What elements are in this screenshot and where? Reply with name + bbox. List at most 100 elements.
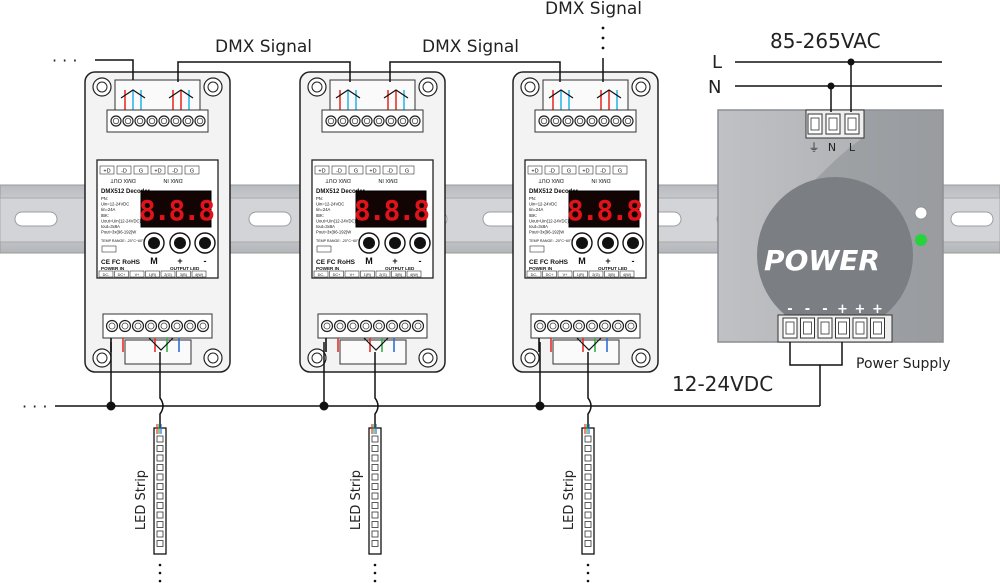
strip-led [156, 464, 164, 471]
screw-terminal [320, 319, 334, 333]
dmx-wiring [95, 58, 604, 82]
output-pin-label: DC+ [333, 273, 341, 277]
dmx-out-label: DMX OUT [325, 177, 351, 183]
screw-terminal [411, 319, 425, 333]
strip-led [371, 521, 379, 528]
decoder-spec-line: Uin=12-24VDC [529, 202, 557, 207]
strip-led [584, 540, 592, 547]
strip-led [371, 511, 379, 519]
screw-terminal [586, 115, 598, 127]
button-label: + [392, 256, 397, 266]
power-brand-text: POWER [764, 244, 880, 277]
button-label: M [578, 256, 586, 266]
dc-polarity-sign: + [872, 302, 883, 317]
segment-display-value: 8.8.8 [354, 194, 429, 227]
decoder-spec-line: PN: [316, 196, 323, 201]
dc-voltage-label: 12-24VDC [672, 372, 773, 396]
decoder-temp-range: TEMP RANGE: -20°C~60°C [529, 239, 574, 243]
strip-led [584, 511, 592, 519]
mounting-hole [203, 348, 223, 368]
output-pin-label: 4(W) [623, 273, 632, 277]
output-pin-label: 3(B) [180, 273, 188, 277]
led-strip-label: LED Strip [134, 470, 149, 530]
strip-led [156, 492, 164, 500]
cert-marks: CE FC RoHS [529, 259, 569, 266]
dc-bus [55, 342, 843, 407]
decoder-spec-line: Iin=24A [316, 207, 331, 212]
strip-feed-wire [587, 352, 592, 428]
output-terminal-cover [339, 339, 407, 365]
dmx-pin-label: -D [387, 169, 393, 175]
screw-terminal [144, 319, 158, 333]
screw-terminal [346, 319, 360, 333]
mounting-hole [203, 77, 223, 97]
power-in-label: POWER IN [101, 266, 125, 271]
dip-switch [101, 245, 117, 253]
strip-led [584, 454, 592, 462]
decoder-spec-line: Iin=24A [529, 207, 544, 212]
strip-led [584, 483, 592, 490]
dmx-pin-label: G [405, 169, 409, 175]
strip-led [371, 502, 379, 509]
screw-terminal [562, 115, 574, 127]
strip-led [584, 445, 592, 452]
mounting-hole [92, 77, 112, 97]
segment-display-value: 8.8.8 [139, 194, 214, 227]
power-in-label: POWER IN [316, 266, 340, 271]
dmx-signal-top-dots [601, 26, 605, 50]
mounting-hole [631, 348, 651, 368]
dmx-in-label: DMX IN [591, 177, 610, 183]
mounting-hole [520, 77, 540, 97]
mounting-hole [418, 348, 438, 368]
screw-terminal [598, 115, 610, 127]
decoder-spec-line: Iout=3x8A [316, 224, 335, 229]
button-label: - [204, 256, 207, 266]
screw-terminal [559, 319, 573, 333]
screw-terminal [182, 115, 194, 127]
dmx-pin-label: +D [369, 169, 376, 175]
strip-led [584, 530, 592, 538]
button-label: M [150, 256, 158, 266]
decoder-spec-line: Uout=Uin(12-24VDC) [101, 218, 142, 223]
screw-terminal [610, 115, 622, 127]
button-label: - [419, 256, 422, 266]
output-pin-label: 2(G) [592, 273, 600, 277]
strip-led [156, 473, 164, 481]
cert-marks: CE FC RoHS [316, 259, 356, 266]
dmx-pin-label: G [190, 169, 194, 175]
decoder-spec-line: Iout=3x8A [529, 224, 548, 229]
screw-terminal [183, 319, 197, 333]
dmx-pin-label: G [139, 169, 143, 175]
strip-led [156, 530, 164, 538]
led-strip-2: LED Strip [319, 342, 382, 583]
psu-l-label: L [849, 141, 856, 154]
screw-terminal [158, 115, 170, 127]
screw-terminal [349, 115, 361, 127]
output-led-label: OUTPUT LED [598, 266, 628, 271]
segment-display [355, 190, 427, 228]
dmx-terminal-cover [542, 79, 629, 111]
screw-terminal [622, 115, 634, 127]
strip-led [156, 445, 164, 452]
mounting-hole [418, 77, 438, 97]
screw-terminal [397, 115, 409, 127]
decoder-model: DMX512 Decoder [529, 189, 579, 195]
decoder-temp-range: TEMP RANGE: -20°C~60°C [316, 239, 361, 243]
output-pin-label: 4(W) [410, 273, 419, 277]
strip-led [371, 464, 379, 471]
screw-terminal [337, 115, 349, 127]
output-pin-label: DC- [531, 273, 538, 277]
mounting-hole [520, 348, 540, 368]
screw-terminal [134, 115, 146, 127]
decoder-spec-line: Uin=12-24VDC [101, 202, 129, 207]
output-terminal-cover [124, 339, 192, 365]
screw-terminal [105, 319, 119, 333]
ac-voltage-label: 85-265VAC [770, 29, 881, 53]
screw-terminal [409, 115, 421, 127]
dmx-pin-label: +D [531, 169, 538, 175]
status-led-white [914, 206, 928, 220]
dmx-pin-label: -D [172, 169, 178, 175]
